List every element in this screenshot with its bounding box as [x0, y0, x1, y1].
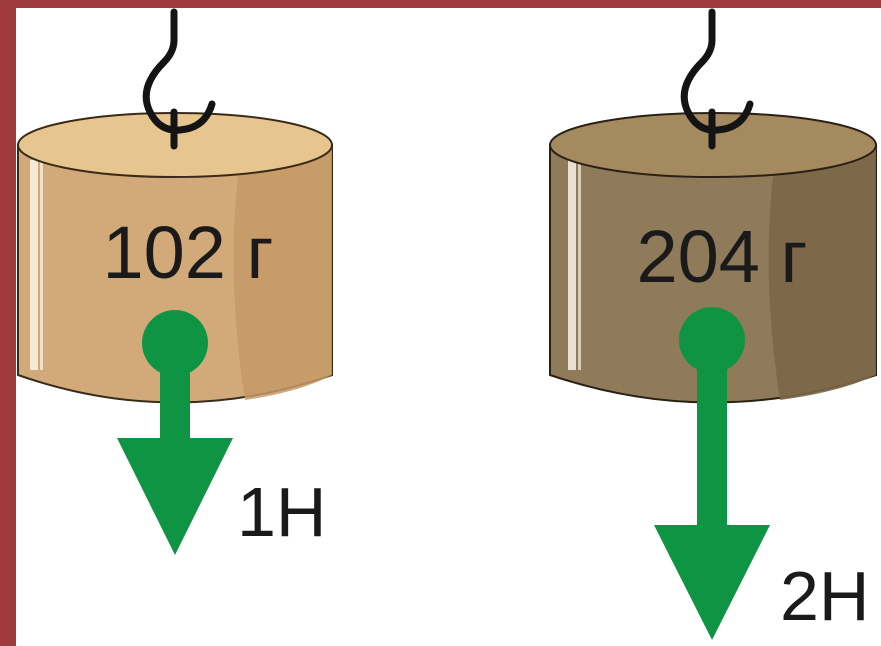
weight-1-force-arrow — [117, 310, 233, 555]
weight-2: 204 г 2Н — [549, 8, 877, 640]
weight-1-mass-label: 102 г — [102, 211, 273, 294]
weight-1: 102 г 1Н — [17, 8, 333, 555]
weight-2-shade — [768, 145, 876, 400]
weight-1-force-head — [117, 438, 233, 555]
weight-1-highlight-thin — [40, 162, 43, 370]
weight-2-hook-icon — [680, 8, 754, 134]
weight-2-force-arrow — [654, 307, 770, 640]
weight-2-force-shaft — [697, 340, 727, 532]
weight-1-force-label: 1Н — [237, 473, 326, 551]
weight-1-hook-icon — [142, 8, 216, 134]
diagram-canvas: 102 г 1Н 204 г 2Н — [16, 8, 881, 646]
weights-diagram: 102 г 1Н 204 г 2Н — [17, 8, 877, 640]
weight-2-highlight-thin — [578, 162, 581, 370]
weight-1-shade — [233, 145, 332, 400]
weight-1-force-shaft — [160, 343, 190, 443]
weight-2-mass-label: 204 г — [636, 215, 807, 298]
weight-1-highlight — [30, 160, 38, 370]
weight-2-force-head — [654, 525, 770, 640]
weight-2-force-label: 2Н — [780, 557, 869, 635]
weight-2-highlight — [568, 160, 576, 370]
